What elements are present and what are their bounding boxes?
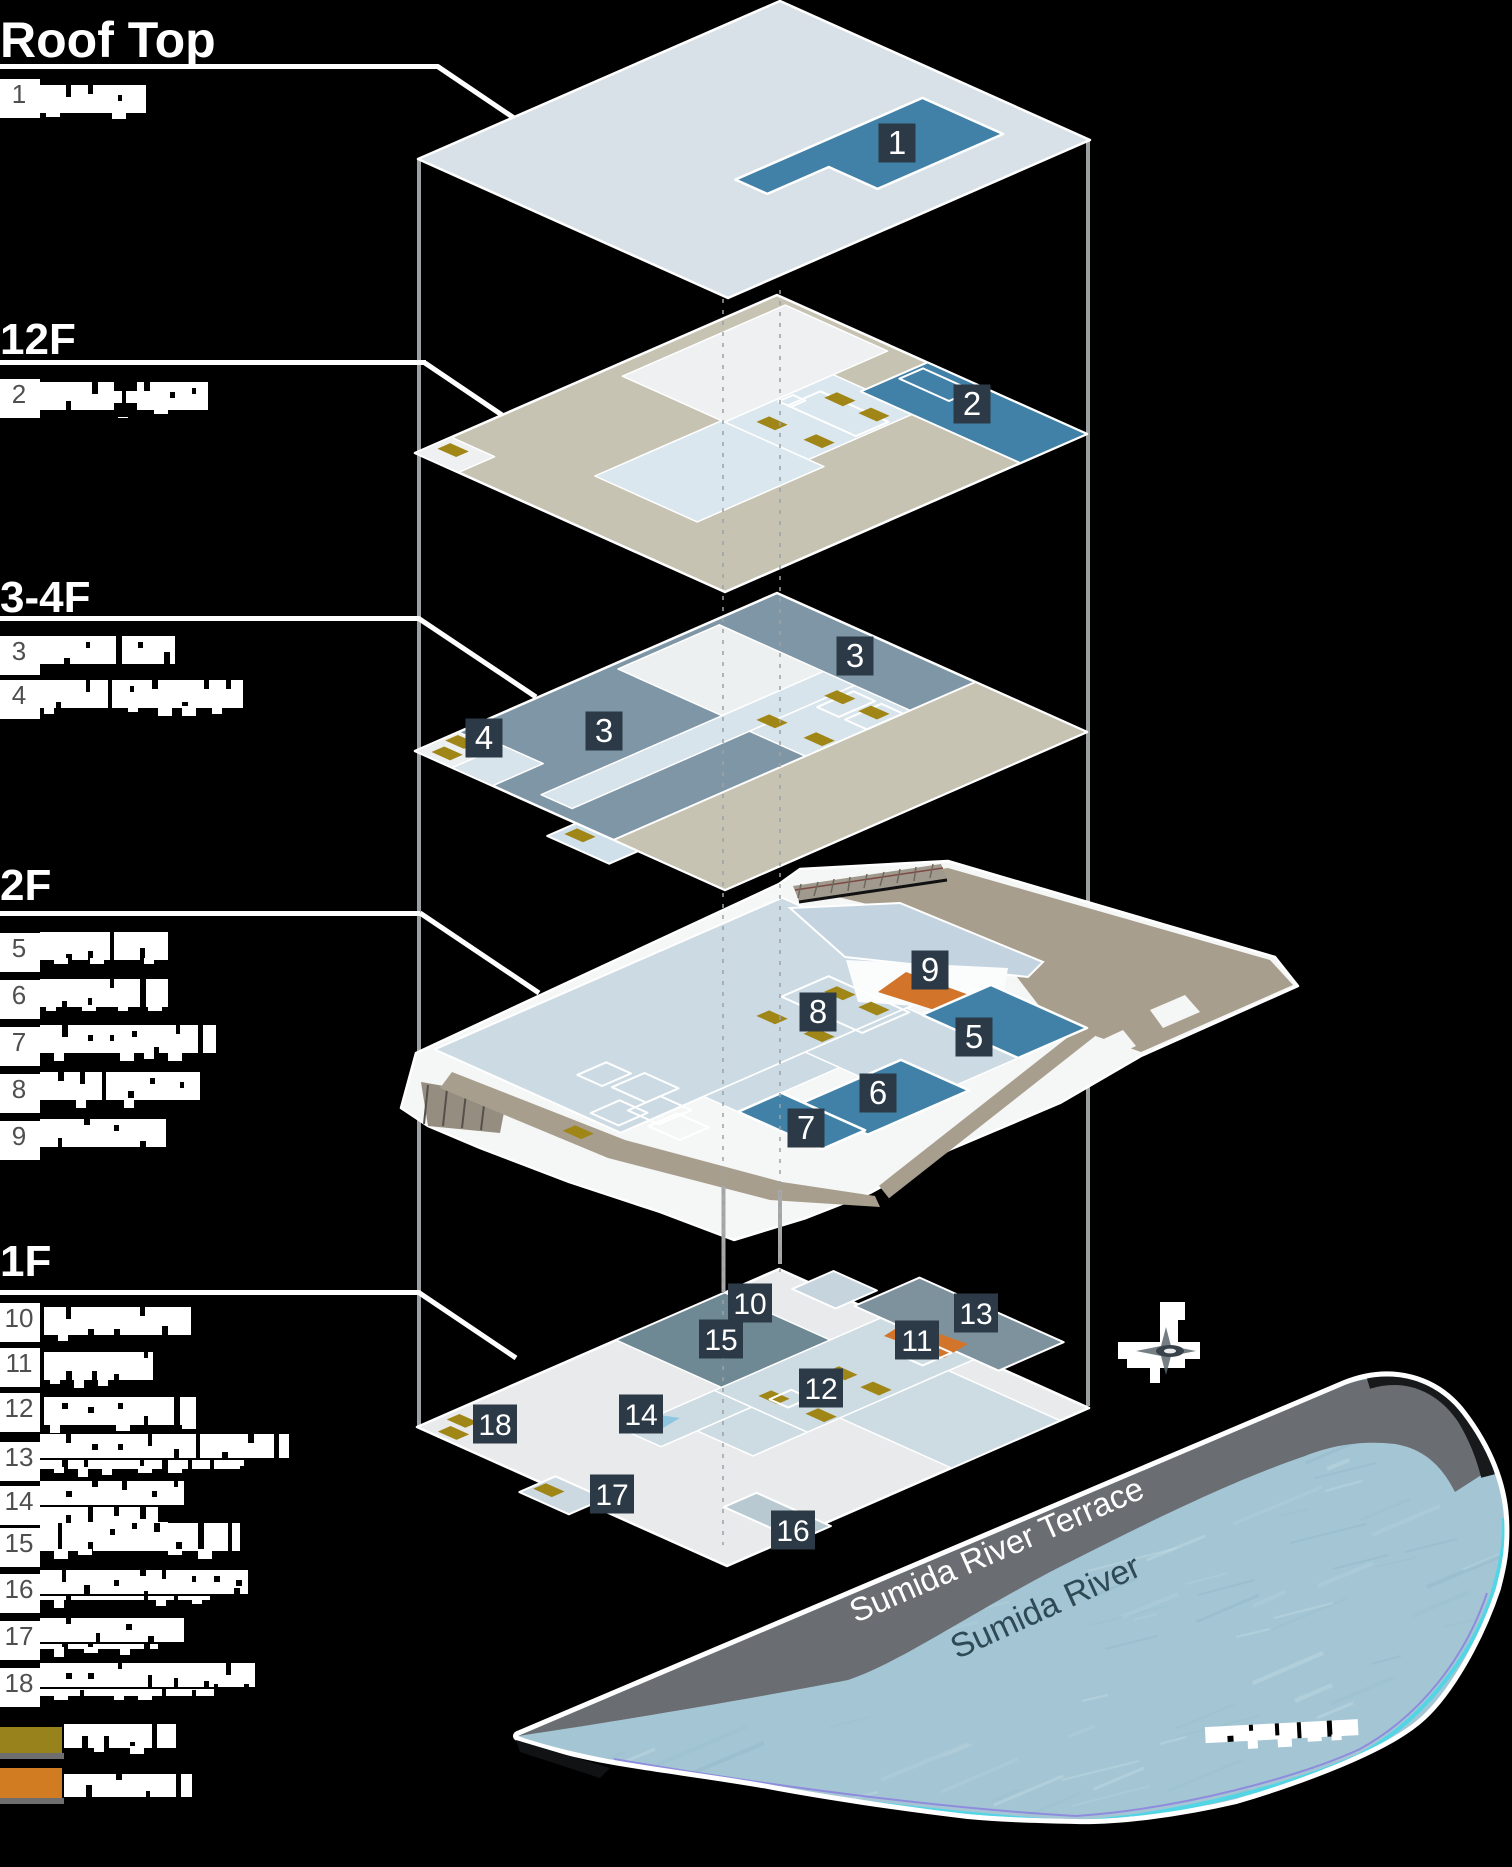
svg-text:6: 6 <box>869 1074 887 1111</box>
svg-text:8: 8 <box>809 993 827 1030</box>
svg-text:6: 6 <box>12 980 26 1010</box>
svg-text:9: 9 <box>12 1121 26 1151</box>
svg-text:2: 2 <box>12 379 26 409</box>
svg-text:4: 4 <box>12 680 26 710</box>
svg-text:9: 9 <box>921 951 939 988</box>
svg-text:11: 11 <box>901 1325 932 1358</box>
svg-text:10: 10 <box>733 1288 766 1321</box>
svg-text:14: 14 <box>5 1486 34 1516</box>
svg-text:10: 10 <box>5 1303 34 1333</box>
svg-text:Roof Top: Roof Top <box>0 12 216 68</box>
svg-text:3: 3 <box>846 637 864 674</box>
svg-text:13: 13 <box>959 1298 992 1331</box>
svg-text:18: 18 <box>5 1668 34 1698</box>
svg-text:17: 17 <box>5 1621 34 1651</box>
svg-text:7: 7 <box>797 1109 815 1146</box>
svg-text:16: 16 <box>5 1574 34 1604</box>
svg-text:8: 8 <box>12 1074 26 1104</box>
svg-text:12: 12 <box>804 1373 837 1406</box>
svg-text:5: 5 <box>965 1018 983 1055</box>
svg-text:2: 2 <box>963 385 981 422</box>
svg-text:2F: 2F <box>0 861 51 910</box>
svg-text:1F: 1F <box>0 1237 51 1286</box>
svg-text:16: 16 <box>776 1515 809 1548</box>
svg-text:13: 13 <box>5 1442 34 1472</box>
svg-text:4: 4 <box>475 719 493 756</box>
svg-text:14: 14 <box>624 1399 657 1432</box>
svg-text:7: 7 <box>12 1027 26 1057</box>
svg-text:1: 1 <box>888 124 906 161</box>
svg-text:15: 15 <box>704 1324 737 1357</box>
svg-text:1: 1 <box>12 79 26 109</box>
svg-text:12: 12 <box>5 1393 34 1423</box>
svg-text:5: 5 <box>12 933 26 963</box>
svg-text:12F: 12F <box>0 315 76 364</box>
svg-text:17: 17 <box>595 1479 628 1512</box>
svg-text:3: 3 <box>12 636 26 666</box>
svg-text:11: 11 <box>6 1348 33 1378</box>
svg-text:3: 3 <box>595 712 613 749</box>
svg-text:15: 15 <box>5 1528 34 1558</box>
svg-text:18: 18 <box>478 1409 511 1442</box>
svg-text:3-4F: 3-4F <box>0 573 90 622</box>
